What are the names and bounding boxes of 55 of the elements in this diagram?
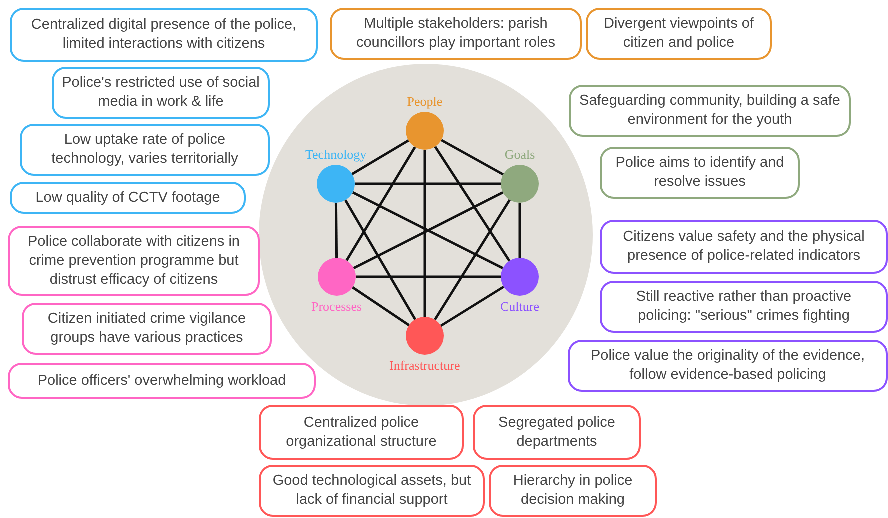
category-label: Technology [306, 147, 367, 162]
box-text: Centralized police organizational structure [285, 414, 438, 452]
box-text: Low uptake rate of police technology, varies territorially [50, 131, 240, 169]
text-box [52, 67, 270, 119]
box-text: Centralized digital presence of the police, limited interactions with citizens [30, 16, 298, 54]
category-label: Infrastructure [390, 358, 460, 373]
text-box [568, 340, 888, 392]
box-text: Police value the originality of the evidence, follow evidence-based policing [590, 347, 866, 385]
text-box [600, 281, 888, 333]
connector-line [344, 200, 416, 320]
box-text: Police aims to identify and resolve issues [614, 154, 786, 192]
category-label: Goals [504, 147, 536, 162]
box-text: Good technological assets, but lack of financial support [272, 472, 472, 510]
box-text: Multiple stakeholders: parish councillors play important roles [355, 15, 557, 53]
connector-line [355, 182, 501, 186]
connector-line [356, 276, 501, 278]
box-text: Hierarchy in police decision making [512, 472, 634, 510]
category-label: People [407, 94, 443, 109]
connector-line [334, 202, 338, 258]
connector-line [441, 139, 504, 176]
box-text: Segregated police departments [498, 414, 616, 452]
text-box [10, 182, 246, 214]
text-box [22, 303, 272, 355]
category-label: Processes [312, 299, 362, 314]
box-text: Low quality of CCTV footage [36, 188, 220, 208]
box-text: Police collaborate with citizens in crime prevention programme but distrust efficacy of citizens [27, 232, 241, 290]
connector-line [346, 146, 416, 262]
connector-line [352, 140, 410, 176]
text-box [259, 465, 485, 517]
connector-line [518, 203, 522, 258]
connector-line [424, 150, 426, 317]
text-box [569, 85, 851, 137]
box-text: Police officers' overwhelming workload [38, 372, 286, 390]
text-box [8, 226, 260, 296]
connector-line [434, 199, 511, 321]
text-box [586, 8, 772, 60]
text-box [20, 124, 270, 176]
text-box [259, 405, 464, 460]
text-box [600, 220, 888, 274]
text-box [600, 147, 800, 199]
box-text: Still reactive rather than proactive policing: "serious" crimes fighting [635, 288, 853, 326]
text-box [489, 465, 657, 517]
box-text: Safeguarding community, building a safe environment for the youth [579, 92, 841, 130]
category-label: Culture [500, 299, 540, 314]
connector-line [440, 286, 505, 328]
box-text: Police's restricted use of social media in work & life [62, 74, 260, 112]
connector-line [434, 146, 511, 262]
text-box [10, 8, 318, 62]
connector-line [352, 286, 410, 326]
text-box [473, 405, 641, 460]
box-text: Citizens value safety and the physical presence of police-related indicators [622, 228, 866, 266]
box-text: Citizen initiated crime vigilance groups have various practices [46, 310, 248, 348]
box-text: Divergent viewpoints of citizen and police [603, 15, 755, 53]
text-box [330, 8, 582, 60]
text-box [8, 363, 316, 399]
